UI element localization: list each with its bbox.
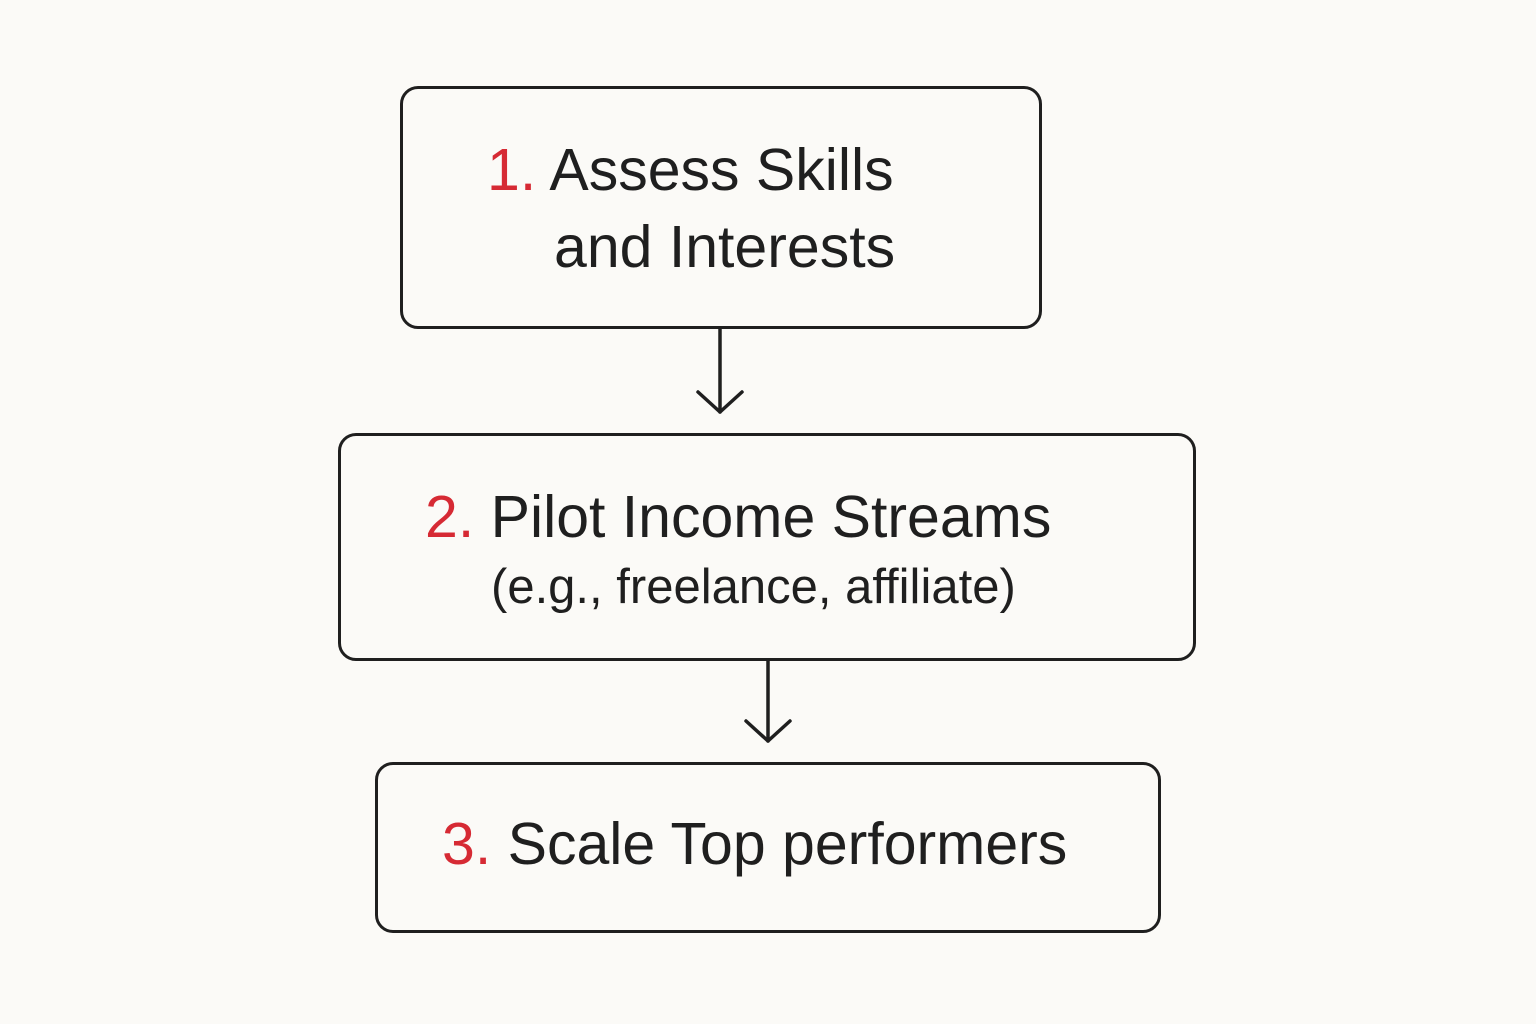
step-2-title-line: 2. Pilot Income Streams (425, 488, 1051, 547)
step-1-title-line-2: and Interests (554, 214, 896, 280)
step-3-title: Scale Top performers (507, 811, 1068, 877)
down-arrow-icon (744, 659, 792, 743)
step-2-number: 2. (425, 484, 475, 550)
step-2-box: 2. Pilot Income Streams (e.g., freelance… (338, 433, 1196, 661)
step-2-subtitle: (e.g., freelance, affiliate) (491, 560, 1016, 614)
step-1-box: 1. Assess Skills and Interests (400, 86, 1042, 329)
step-1-title-line-1: 1. Assess Skills (487, 141, 894, 200)
arrow-1-head (696, 390, 744, 414)
step-2-title: Pilot Income Streams (490, 484, 1052, 550)
step-1-number: 1. (487, 137, 537, 203)
step-1-title-part-1: Assess Skills (549, 137, 894, 203)
down-arrow-icon (696, 326, 744, 414)
step-3-number: 3. (442, 811, 492, 877)
arrow-2-head (744, 719, 792, 743)
step-3-title-line: 3. Scale Top performers (442, 815, 1067, 874)
step-3-box: 3. Scale Top performers (375, 762, 1161, 933)
